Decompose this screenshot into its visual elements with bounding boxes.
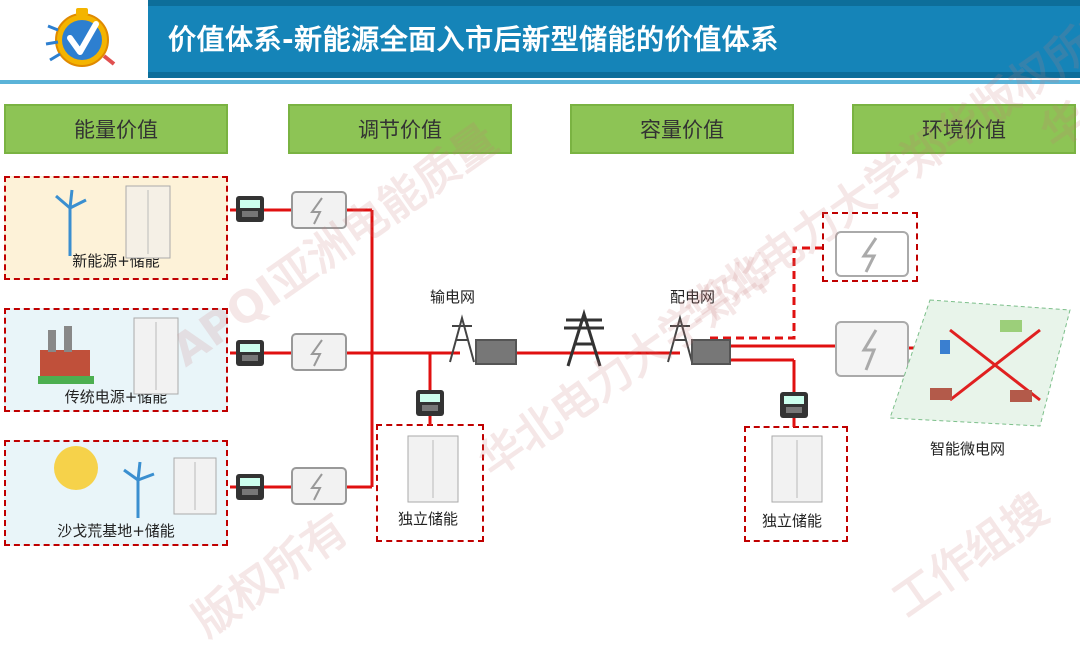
category-capacity-value: 容量价值 bbox=[570, 104, 794, 154]
transmission-tower-icon bbox=[667, 314, 731, 365]
transmission-tower-icon bbox=[449, 314, 517, 365]
source-box-renewable: 新能源+储能 bbox=[4, 176, 228, 280]
logo bbox=[0, 0, 148, 78]
diagram-canvas bbox=[38, 185, 1071, 518]
solar-sun-icon bbox=[54, 446, 98, 490]
battery-module-icon bbox=[291, 467, 347, 505]
source-label-desert-base: 沙戈荒基地+储能 bbox=[57, 522, 175, 540]
meter-icon bbox=[236, 474, 264, 500]
meter-icon bbox=[780, 392, 808, 418]
storage-cabinet-icon bbox=[125, 185, 171, 259]
label-smart-microgrid: 智能微电网 bbox=[930, 440, 1006, 458]
category-environment-value: 环境价值 bbox=[852, 104, 1076, 154]
header-underline bbox=[0, 80, 1080, 84]
category-energy-value: 能量价值 bbox=[4, 104, 228, 154]
label-transmission-grid: 输电网 bbox=[430, 288, 476, 306]
header-title-band bbox=[148, 6, 1080, 72]
power-plant-icon bbox=[38, 326, 94, 384]
logo-icon bbox=[45, 8, 116, 67]
storage-cabinet-icon bbox=[407, 435, 459, 503]
label-distribution-grid: 配电网 bbox=[670, 288, 716, 306]
microgrid-illustration bbox=[889, 299, 1071, 427]
category-regulation-value: 调节价值 bbox=[288, 104, 512, 154]
storage-cabinet-icon bbox=[173, 457, 217, 515]
wind-turbine-icon bbox=[123, 461, 155, 518]
battery-module-icon bbox=[291, 333, 347, 371]
storage-cabinet-icon bbox=[133, 317, 179, 395]
battery-module-icon bbox=[835, 231, 909, 277]
wind-turbine-icon bbox=[55, 189, 87, 256]
label-standalone-storage-right: 独立储能 bbox=[762, 512, 823, 530]
meter-icon bbox=[236, 340, 264, 366]
transmission-tower-icon bbox=[564, 308, 604, 367]
storage-cabinet-icon bbox=[771, 435, 823, 503]
battery-module-icon bbox=[835, 321, 909, 377]
meter-icon bbox=[236, 196, 264, 222]
battery-module-icon bbox=[291, 191, 347, 229]
label-standalone-storage-left: 独立储能 bbox=[398, 510, 459, 528]
page-title: 价值体系-新能源全面入市后新型储能的价值体系 bbox=[168, 23, 779, 56]
meter-icon bbox=[416, 390, 444, 416]
